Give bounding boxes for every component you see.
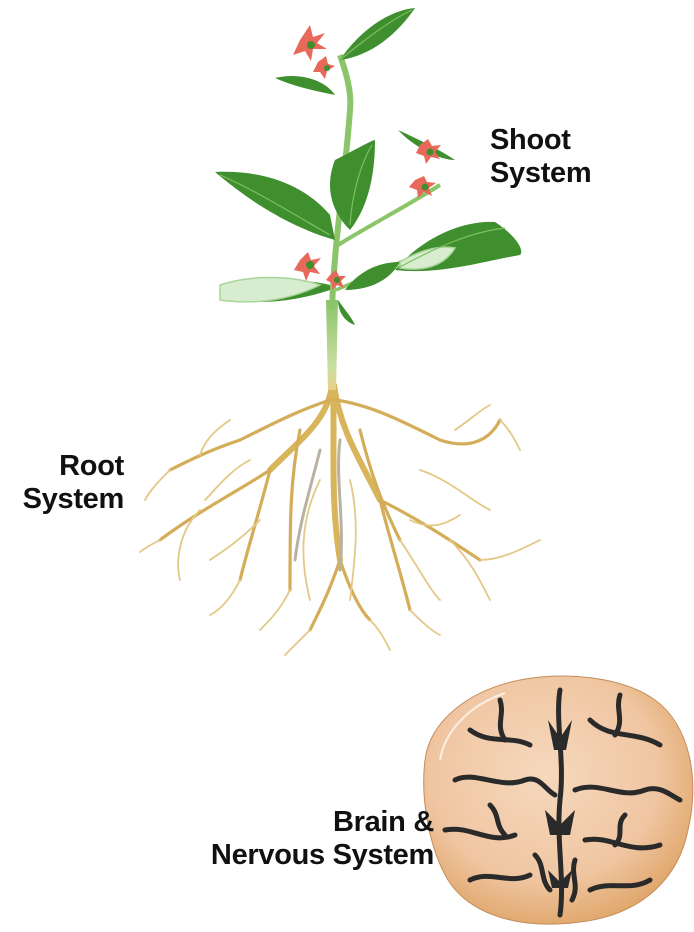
root-label-line-1: Root (8, 450, 124, 483)
brain-nervous-system-label: Brain & Nervous System (150, 806, 434, 872)
root-system (140, 385, 540, 655)
brain-illustration (424, 676, 693, 924)
leaves (215, 8, 521, 325)
shoot-label-line-1: Shoot (490, 124, 591, 157)
brain-label-line-1: Brain & (150, 806, 434, 839)
root-label-line-2: System (8, 483, 124, 516)
shoot-system-label: Shoot System (490, 124, 591, 190)
brain-label-line-2: Nervous System (150, 839, 434, 872)
shoot-label-line-2: System (490, 157, 591, 190)
root-system-label: Root System (8, 450, 124, 516)
stem (326, 55, 440, 390)
